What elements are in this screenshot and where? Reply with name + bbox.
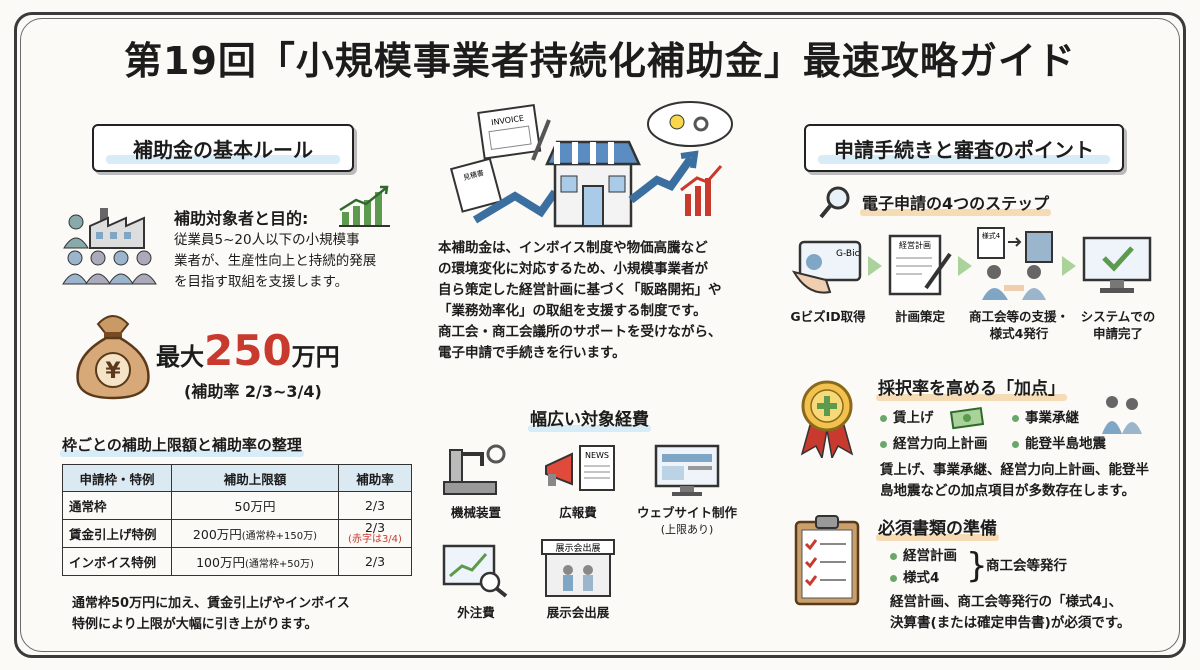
target-text: 従業員5~20人以下の小規模事業者が、生産性向上と持続的発展を目指す取組を支援し… xyxy=(174,232,377,290)
table-cell-category: 通常枠 xyxy=(62,491,172,520)
steps-heading: 電子申請の4つのステップ xyxy=(860,190,1052,216)
gbizid-card-icon: G-Bic xyxy=(791,240,862,294)
subsidy-rate: (補助率 2/3~3/4) xyxy=(184,382,322,401)
table-header-cell: 補助上限額 xyxy=(171,464,339,492)
section-basic-rules: 補助金の基本ルール xyxy=(92,124,354,172)
expo-sign-label: 展示会出展 xyxy=(555,542,600,554)
docs-item: 経営計画 xyxy=(890,546,957,567)
docs-item: 様式4 xyxy=(890,568,939,589)
bonus-item: 能登半島地震 xyxy=(1012,434,1106,455)
magnifier-icon xyxy=(819,186,850,219)
expense-machine-label: 機械装置 xyxy=(450,505,501,520)
page-frame xyxy=(14,12,1186,658)
form-doc-label: 様式4 xyxy=(982,231,1001,240)
step-4-label: システムでの申請完了 xyxy=(1080,309,1156,341)
table-cell-category: 賃金引上げ特例 xyxy=(62,519,172,548)
section-application: 申請手続きと審査のポイント xyxy=(804,124,1124,172)
succession-people-icon xyxy=(1102,396,1142,434)
plan-document-icon: 経営計画 xyxy=(888,234,952,296)
limit-table: 申請枠・特例 補助上限額 補助率 通常枠 50万円 2/3 賃金引上げ特例 20… xyxy=(62,464,412,576)
table-row: 賃金引上げ特例 200万円(通常枠+150万) 2/3(赤字は3/4) xyxy=(62,519,412,548)
docs-text: 経営計画、商工会等発行の「様式4」、決算書(または確定申告書)が必須です。 xyxy=(890,594,1131,631)
machine-icon xyxy=(443,444,506,495)
megaphone-icon: NEWS xyxy=(545,445,615,491)
docs-heading: 必須書類の準備 xyxy=(876,519,999,541)
bonus-heading: 採択率を高める「加点」 xyxy=(876,379,1067,401)
docs-issuer: 商工会等発行 xyxy=(986,558,1067,574)
bonus-item: 事業承継 xyxy=(1012,408,1079,429)
table-row: インボイス特例 100万円(通常枠+50万) 2/3 xyxy=(62,547,412,576)
left-note: 通常枠50万円に加え、賃金引上げやインボイス特例により上限が大幅に引き上がります… xyxy=(72,596,350,632)
max-unit: 万円 xyxy=(291,343,340,371)
section-basic-rules-label: 補助金の基本ルール xyxy=(133,137,313,162)
page-title: 第19回「小規模事業者持続化補助金」最速攻略ガイド xyxy=(124,39,1076,83)
step-arrow-icon xyxy=(1062,256,1076,276)
website-icon xyxy=(654,444,720,496)
table-header-cell: 申請枠・特例 xyxy=(62,464,172,492)
max-prefix: 最大 xyxy=(156,343,204,371)
award-medal-icon xyxy=(800,380,854,458)
table-cell-limit: 100万円(通常枠+50万) xyxy=(171,547,339,576)
outsourcing-icon xyxy=(442,544,508,598)
people-factory-icon xyxy=(62,208,157,285)
step-3-label: 商工会等の支援・様式4発行 xyxy=(968,309,1069,341)
expense-outsourcing-label: 外注費 xyxy=(457,605,495,620)
max-amount: 250 xyxy=(204,326,292,375)
expense-website-label: ウェブサイト制作(上限あり) xyxy=(636,505,737,536)
table-cell-category: インボイス特例 xyxy=(62,547,172,576)
page-frame-inner xyxy=(20,18,1180,652)
step-arrow-icon xyxy=(868,256,882,276)
money-bills-icon xyxy=(949,406,985,430)
step-1-label: GビズID取得 xyxy=(790,309,866,324)
table-cell-rate: 2/3(赤字は3/4) xyxy=(338,519,412,548)
step-arrow-icon xyxy=(958,256,972,276)
bonus-text: 賃上げ、事業承継、経営力向上計画、能登半島地震などの加点項目が多数存在します。 xyxy=(880,462,1150,499)
bonus-item: 賃上げ xyxy=(880,408,934,429)
table-heading: 枠ごとの補助上限額と補助率の整理 xyxy=(60,434,304,457)
plan-doc-label: 経営計画 xyxy=(899,240,931,250)
expenses-heading: 幅広い対象経費 xyxy=(528,410,651,432)
store-illustration: INVOICE 見積書 xyxy=(449,101,733,228)
target-heading: 補助対象者と目的: xyxy=(174,209,309,228)
support-handshake-icon: 様式4 xyxy=(977,227,1053,300)
docs-brace: } xyxy=(966,546,988,586)
news-label: NEWS xyxy=(585,451,609,460)
table-cell-limit: 200万円(通常枠+150万) xyxy=(171,519,339,548)
table-cell-limit: 50万円 xyxy=(171,491,339,520)
table-cell-rate: 2/3 xyxy=(338,547,412,576)
table-row: 通常枠 50万円 2/3 xyxy=(62,491,412,520)
computer-check-icon xyxy=(1082,236,1152,293)
expense-exhibition-label: 展示会出展 xyxy=(546,605,610,620)
program-description: 本補助金は、インボイス制度や物価高騰などの環境変化に対応するため、小規模事業者が… xyxy=(438,240,722,361)
money-bag-icon: ¥ xyxy=(76,315,150,400)
exhibition-icon: 展示会出展 xyxy=(541,539,615,597)
clipboard-icon xyxy=(794,515,860,606)
table-cell-rate: 2/3 xyxy=(338,491,412,520)
yen-symbol: ¥ xyxy=(105,359,121,384)
table-header-row: 申請枠・特例 補助上限額 補助率 xyxy=(62,464,412,492)
step-2-label: 計画策定 xyxy=(894,309,945,324)
expense-ads-label: 広報費 xyxy=(559,505,597,520)
table-header-cell: 補助率 xyxy=(338,464,412,492)
max-amount-line: 最大250万円 xyxy=(156,326,340,375)
bonus-item: 経営力向上計画 xyxy=(880,434,988,455)
section-application-label: 申請手続きと審査のポイント xyxy=(834,137,1094,162)
card-label: G-Bic xyxy=(836,249,860,259)
growth-chart-icon xyxy=(339,185,390,227)
